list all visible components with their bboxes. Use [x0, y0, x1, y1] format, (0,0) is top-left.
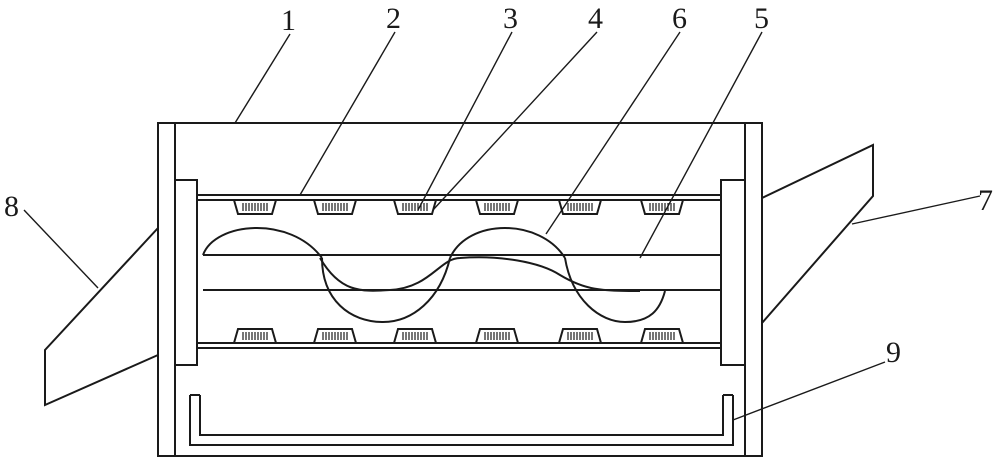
upper-vibration-blocks [232, 199, 685, 215]
vibration-block [312, 328, 358, 344]
label-8: 8 [4, 190, 19, 223]
vibration-block [474, 328, 520, 344]
screw-conveyor [202, 227, 721, 324]
leader-lines [23, 31, 981, 421]
vibration-block [557, 199, 603, 215]
label-4: 4 [588, 2, 603, 35]
part-labels: 1 2 3 4 6 5 7 8 9 [4, 2, 993, 369]
vibration-block [232, 328, 278, 344]
collection-tray [189, 394, 734, 446]
lower-rail [197, 342, 721, 349]
label-9: 9 [886, 336, 901, 369]
vibration-block [557, 328, 603, 344]
lower-vibration-blocks [232, 328, 685, 344]
vibration-block [392, 199, 438, 215]
vibration-block [392, 328, 438, 344]
vibration-block [639, 199, 685, 215]
upper-rail [197, 194, 721, 201]
left-end-bracket [174, 179, 198, 366]
left-chute [44, 227, 159, 407]
label-2: 2 [386, 2, 401, 35]
label-3: 3 [503, 2, 518, 35]
vibration-block [639, 328, 685, 344]
right-chute [761, 143, 874, 324]
right-end-bracket [720, 179, 746, 366]
label-6: 6 [672, 2, 687, 35]
label-7: 7 [978, 184, 993, 217]
label-5: 5 [754, 2, 769, 35]
vibration-block [232, 199, 278, 215]
vibration-block [312, 199, 358, 215]
label-1: 1 [281, 4, 296, 37]
vibration-block [474, 199, 520, 215]
